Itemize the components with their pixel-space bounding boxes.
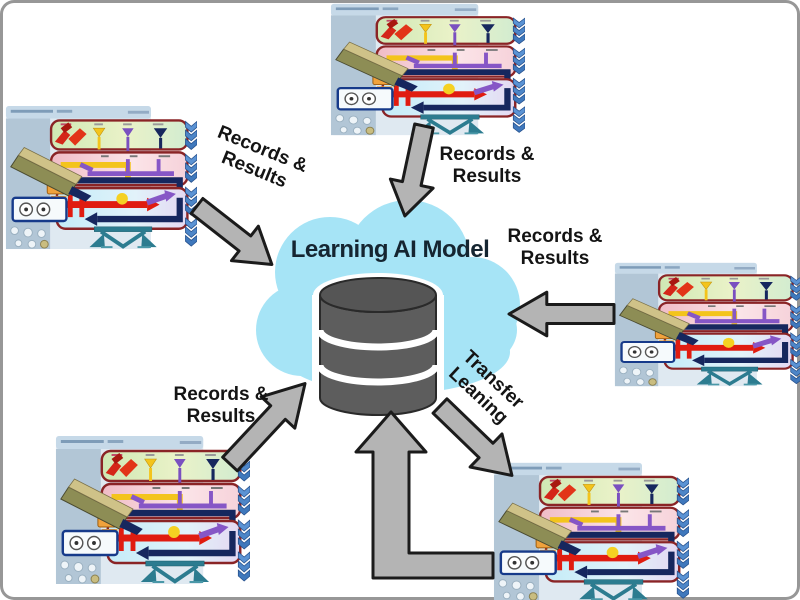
records-results-label-bottom-left: Records & Results [173, 384, 269, 428]
records-results-label-top-left: Records & Results [214, 121, 311, 193]
simulation-screenshot-bottom-right [493, 462, 689, 600]
database-icon [312, 273, 444, 420]
records-results-arrow-top-left [182, 187, 287, 284]
records-results-label-right: Records & Results [507, 226, 603, 270]
feedback-elbow-arrow [354, 410, 495, 580]
simulation-screenshot-right [614, 262, 800, 387]
simulation-screenshot-top [330, 3, 525, 136]
transfer-learning-label: Transfer Leaning [444, 346, 528, 429]
records-results-label-top: Records & Results [439, 144, 535, 188]
records-results-arrow-right [507, 290, 616, 338]
center-node-label: Learning AI Model [290, 236, 490, 263]
simulation-screenshot-top-left [5, 105, 197, 250]
simulation-screenshot-bottom-left [55, 435, 250, 585]
